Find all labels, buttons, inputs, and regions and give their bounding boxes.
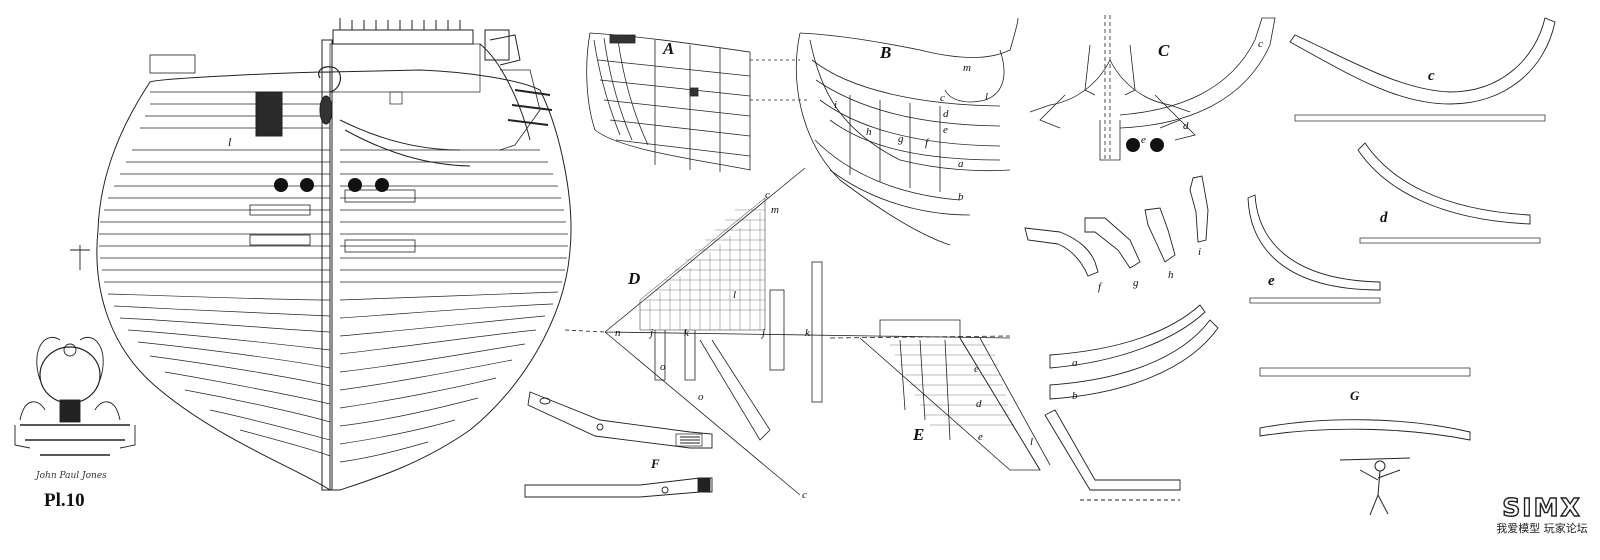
svg-text:c: c [1428,68,1435,84]
part-labels: l m c l d e i h g f a b c d e c m l n j … [228,38,1435,501]
curve-parts-right [1247,17,1556,441]
stern-planking [99,91,568,463]
watermark: SIMX 我爱模型 玩家论坛 [1486,493,1598,536]
bracket-parts-fghi [1024,175,1209,277]
svg-text:j: j [648,327,653,339]
svg-text:c: c [1258,38,1263,50]
svg-text:e: e [1141,134,1146,146]
svg-text:n: n [615,327,621,339]
svg-text:b: b [958,191,964,203]
panel-labels: A B C D E F G [627,39,1360,471]
svg-text:l: l [733,289,736,301]
svg-text:c: c [802,489,807,501]
panel-label-B: B [879,43,891,62]
svg-text:e: e [978,431,983,443]
svg-text:k: k [805,327,811,339]
coat-of-arms-emblem [14,245,136,456]
panel-E-bracket-frame [829,319,1051,471]
panel-C-transom [1029,15,1276,161]
sailor-figure [1339,457,1411,516]
svg-text:d: d [976,398,982,410]
svg-text:d: d [943,108,949,120]
signature: John Paul Jones [36,471,107,481]
svg-text:g: g [1133,277,1139,289]
plate-number: Pl.10 [44,490,85,511]
panel-label-D: D [627,269,640,288]
svg-text:i: i [1198,246,1201,258]
svg-text:i: i [834,99,837,111]
svg-text:c: c [765,189,770,201]
svg-text:a: a [1072,357,1078,369]
stern-view [96,18,572,491]
svg-text:h: h [1168,269,1174,281]
panel-label-C: C [1158,41,1170,60]
rail-parts-ab [1044,304,1219,501]
svg-text:d: d [1380,210,1388,226]
svg-text:a: a [958,158,964,170]
svg-text:e: e [1268,273,1275,289]
svg-text:c: c [940,92,945,104]
svg-text:k: k [684,327,690,339]
svg-text:f: f [925,137,930,149]
svg-text:e: e [974,363,979,375]
svg-text:j: j [760,327,765,339]
panel-label-F: F [650,456,660,471]
panel-B-stern-framing [795,17,1019,246]
svg-text:f: f [1098,281,1103,293]
svg-text:o: o [660,361,666,373]
panel-D-knee-frame [564,167,1011,496]
svg-text:l: l [228,135,232,149]
svg-text:d: d [1183,120,1189,132]
svg-text:l: l [1030,436,1033,448]
watermark-subtitle: 我爱模型 玩家论坛 [1496,522,1588,535]
panel-label-A: A [662,39,674,58]
panel-label-E: E [912,425,924,444]
panel-label-G: G [1350,388,1360,403]
svg-text:l: l [985,91,988,103]
svg-text:o: o [698,391,704,403]
stern-gunports [274,178,389,192]
svg-text:m: m [771,204,779,216]
panel-F-tiller [524,391,713,498]
svg-text:h: h [866,126,872,138]
panel-A-bow-planks [586,32,810,172]
svg-text:m: m [963,62,971,74]
svg-text:e: e [943,124,948,136]
svg-text:g: g [898,133,904,145]
svg-text:b: b [1072,390,1078,402]
panel-C-gunports [1126,138,1164,152]
watermark-logo: SIMX [1502,493,1582,522]
